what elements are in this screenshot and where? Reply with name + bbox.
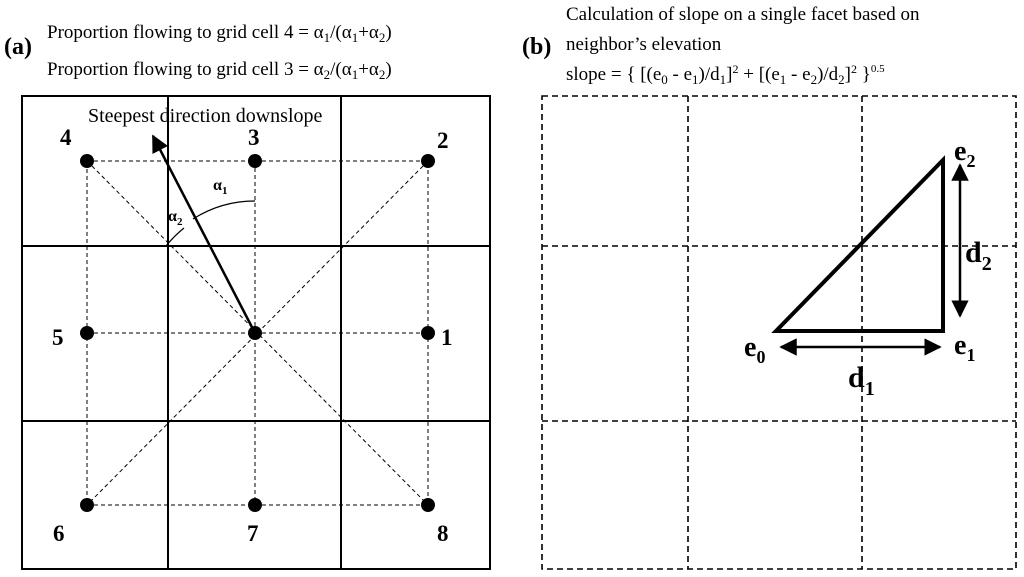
grid-b [541,95,1017,570]
proportion-eq-cell-3: Proportion flowing to grid cell 3 = α2/(… [47,59,392,82]
panel-b: (b) Calculation of slope on a single fac… [522,4,1017,570]
panel-b-label: (b) [522,34,551,60]
neighbor-label-2: 2 [437,128,449,153]
grid-points [80,154,435,512]
point-4 [80,154,94,168]
panel-b-title-line1: Calculation of slope on a single facet b… [566,4,920,25]
panel-a: (a) Proportion flowing to grid cell 4 = … [4,22,491,570]
neighbor-label-6: 6 [53,521,65,546]
panel-b-title-line2: neighbor’s elevation [566,34,722,55]
point-7 [248,498,262,512]
neighbor-label-5: 5 [52,325,64,350]
point-6 [80,498,94,512]
neighbor-label-1: 1 [441,325,453,350]
point-3 [248,154,262,168]
facet-triangle [771,155,945,333]
slope-formula: slope = { [(e0 - e1)/d1]2 + [(e1 - e2)/d… [566,62,885,87]
point-8 [421,498,435,512]
label-d2: d2 [965,236,992,275]
steepest-direction-label: Steepest direction downslope [88,105,323,127]
proportion-eq-cell-4: Proportion flowing to grid cell 4 = α1/(… [47,22,392,45]
angle-label-alpha1: α1 [213,177,227,197]
label-d1: d1 [848,361,875,400]
neighbor-label-3: 3 [248,125,260,150]
neighbor-label-4: 4 [60,125,72,150]
angle-label-alpha2: α2 [168,208,183,228]
angle-arc-alpha2 [165,227,185,247]
steepest-direction-arrow [151,134,257,334]
neighbor-label-7: 7 [247,521,259,546]
point-2 [421,154,435,168]
label-e0: e0 [744,332,765,367]
angle-arc-alpha1 [192,200,256,220]
panel-a-label: (a) [4,34,32,60]
label-e2: e2 [954,136,975,171]
point-5 [80,326,94,340]
label-e1: e1 [954,330,975,365]
point-1 [421,326,435,340]
grid-a [21,95,491,570]
neighbor-label-8: 8 [437,521,449,546]
